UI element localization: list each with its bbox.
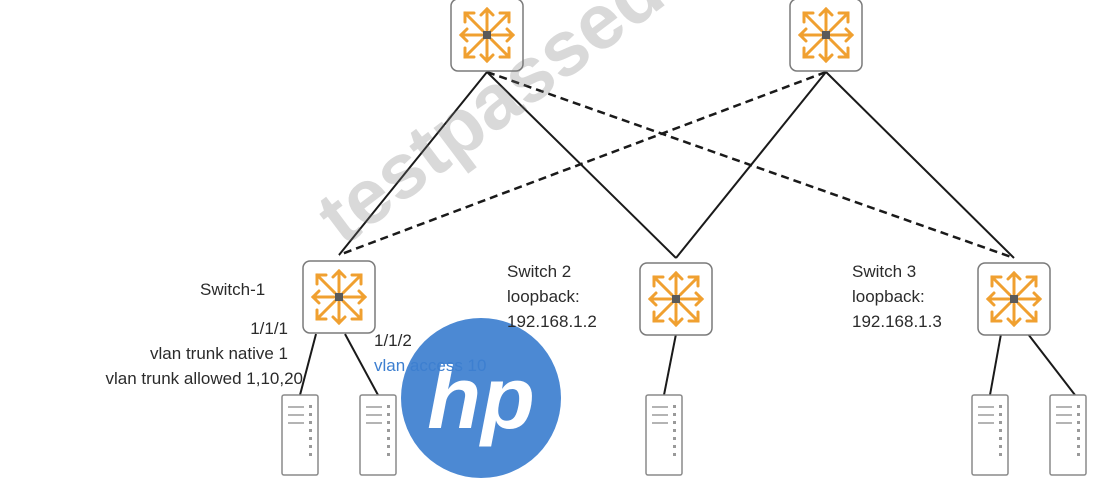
link-switch3-server5 (1027, 333, 1076, 396)
switch-3-loopback-label: loopback: (852, 287, 925, 306)
switch-2-switch-icon (638, 261, 714, 337)
spine-2-switch-icon (788, 0, 864, 73)
switch-2-label: Switch 2 (507, 262, 572, 281)
link-spine1-switch1 (338, 71, 488, 256)
link-switch2-server3 (663, 333, 677, 396)
switch-2-loopback-ip: 192.168.1.2 (507, 312, 597, 331)
switch-3-loopback-ip: 192.168.1.3 (852, 312, 942, 331)
port-1-1-2-label: 1/1/2 (374, 331, 412, 350)
link-switch3-server4 (989, 333, 1002, 396)
dashed-links (338, 70, 1015, 260)
link-switch1-server1 (299, 333, 317, 396)
server-icon (971, 394, 1009, 476)
link-spine2-switch1 (338, 70, 827, 257)
link-spine2-switch3 (825, 71, 1015, 259)
switch-1-switch-icon (301, 259, 377, 335)
server-icon (645, 394, 683, 476)
switch-1-label: Switch-1 (200, 280, 266, 299)
server-icon (1049, 394, 1087, 476)
link-spine1-switch3 (486, 70, 1015, 260)
hp-logo-text: hp (427, 348, 535, 447)
spine-1-switch-icon (449, 0, 525, 73)
switch-3-label: Switch 3 (852, 262, 917, 281)
switch-3-switch-icon (976, 261, 1052, 337)
port-1-1-1-allowed-vlans: vlan trunk allowed 1,10,20 (105, 369, 303, 388)
port-1-1-1-native-vlan: vlan trunk native 1 (150, 344, 288, 363)
server-links (299, 333, 1076, 396)
link-switch1-server2 (344, 333, 379, 396)
solid-links (338, 71, 1015, 259)
hp-logo-watermark: hp (401, 318, 561, 478)
port-1-1-1-label: 1/1/1 (250, 319, 288, 338)
server-icon (281, 394, 319, 476)
server-icon (359, 394, 397, 476)
port-1-1-2-access-vlan: vlan access 10 (374, 356, 487, 375)
switch-2-loopback-label: loopback: (507, 287, 580, 306)
